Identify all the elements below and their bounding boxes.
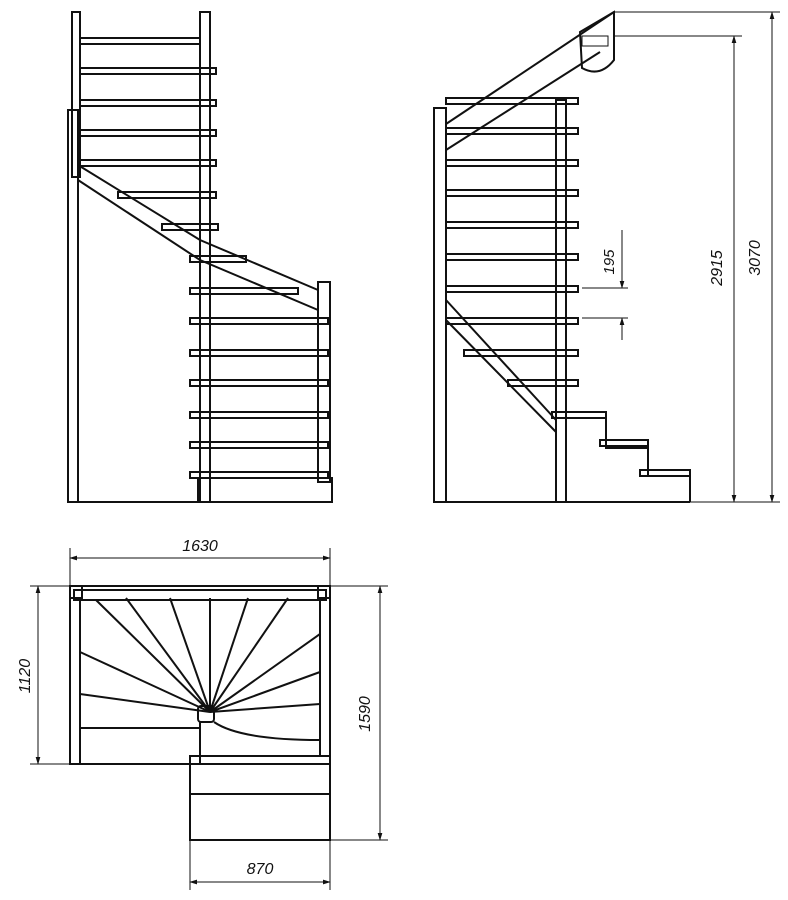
- front-steps: [79, 67, 329, 479]
- side-elevation-view: [433, 10, 691, 503]
- dim-width-lower-label: 870: [247, 861, 274, 878]
- dim-height-total-label: 3070: [747, 240, 764, 276]
- dim-width-lower: 870: [189, 840, 331, 890]
- winder-tread-lines: [79, 597, 321, 741]
- dim-height-total: 3070: [614, 11, 780, 503]
- dim-height-floor: 2915: [614, 35, 742, 503]
- dim-step-rise-label: 195: [601, 249, 618, 275]
- dim-step-rise: 195: [582, 230, 628, 340]
- plan-view: [69, 585, 331, 841]
- dim-width-total: 1630: [69, 538, 331, 586]
- dim-depth-upper-label: 1120: [17, 659, 34, 694]
- front-elevation-view: [67, 11, 333, 503]
- dim-depth-upper: 1120: [17, 585, 70, 765]
- dim-depth-total: 1590: [330, 585, 388, 841]
- dim-width-total-label: 1630: [182, 538, 218, 555]
- dim-depth-total-label: 1590: [357, 696, 374, 732]
- side-steps: [445, 97, 691, 502]
- dim-height-floor-label: 2915: [709, 250, 726, 287]
